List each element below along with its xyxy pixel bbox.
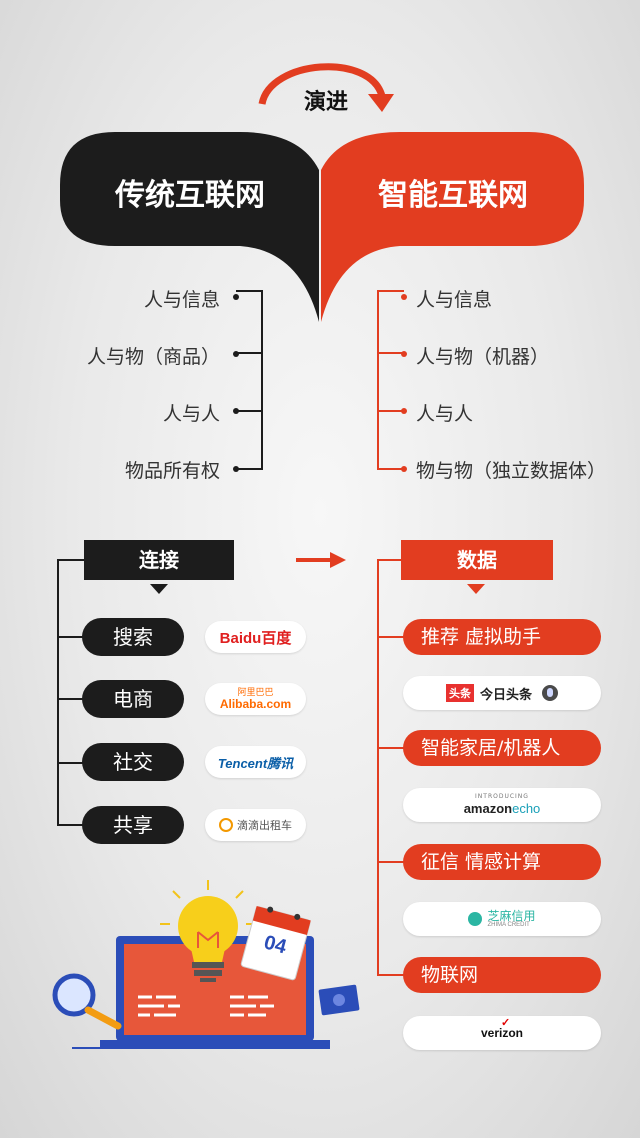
data-label-iot: 物联网: [403, 957, 601, 993]
traditional-bullets: [233, 294, 239, 472]
alibaba-logo: 阿里巴巴 Alibaba.com: [205, 683, 306, 715]
connect-label-sharing: 共享: [82, 806, 184, 844]
data-section-title: 数据: [401, 540, 553, 580]
data-label-smarthome: 智能家居/机器人: [403, 730, 601, 766]
smart-internet-title: 智能互联网: [378, 178, 528, 213]
video-icon: [318, 984, 360, 1016]
smart-item: 人与物（机器）: [416, 346, 550, 368]
curved-arrow-icon: [258, 63, 394, 112]
connect-label-search: 搜索: [82, 618, 184, 656]
data-label-credit: 征信 情感计算: [403, 844, 601, 880]
connect-label-ecommerce: 电商: [82, 680, 184, 718]
smart-item: 物与物（独立数据体）: [416, 460, 607, 482]
toutiao-logo: 头条 今日头条: [403, 676, 601, 710]
amazon-name: amazon: [463, 801, 513, 816]
didi-logo-text: 滴滴出租车: [237, 819, 292, 832]
smart-item: 人与人: [416, 403, 474, 425]
siri-icon: [542, 685, 558, 701]
didi-logo: 滴滴出租车: [205, 809, 306, 841]
baidu-logo: Baidu百度: [205, 621, 306, 653]
zhima-logo: 芝麻信用 ZHIMA CREDIT: [403, 902, 601, 936]
didi-icon: [219, 818, 233, 832]
verizon-logo: verizon: [403, 1016, 601, 1050]
tencent-logo: Tencent腾讯: [205, 746, 306, 778]
toutiao-tag: 头条: [445, 684, 474, 702]
evolve-label: 演进: [303, 90, 348, 115]
zhima-logo-en: ZHIMA CREDIT: [487, 922, 530, 928]
tencent-logo-text: Tencent腾讯: [217, 755, 294, 771]
smart-item: 人与信息: [416, 289, 493, 311]
zhima-icon: [468, 912, 483, 926]
alibaba-logo-cn: 阿里巴巴: [237, 687, 274, 698]
traditional-item: 人与信息: [143, 289, 220, 311]
toutiao-logo-text: 今日头条: [479, 687, 532, 703]
traditional-item: 物品所有权: [124, 460, 220, 482]
data-tree-lines: [377, 559, 404, 976]
connect-caret: [150, 584, 168, 594]
traditional-item: 人与物（商品）: [86, 346, 220, 368]
lightbulb-icon: [160, 880, 256, 982]
amazon-intro: INTRODUCING: [475, 793, 529, 800]
traditional-header-shape: [60, 132, 319, 322]
traditional-bracket: [236, 290, 263, 470]
data-caret: [467, 584, 485, 594]
baidu-logo-text: Baidu百度: [219, 629, 292, 647]
connect-section-title: 连接: [84, 540, 234, 580]
echo-name: echo: [512, 801, 541, 816]
verizon-logo-text: verizon: [481, 1016, 523, 1040]
alibaba-logo-en: Alibaba.com: [219, 696, 292, 711]
traditional-item: 人与人: [162, 403, 220, 425]
connect-label-social: 社交: [82, 743, 184, 781]
smart-bracket: [377, 290, 404, 470]
calendar-icon: [240, 906, 311, 981]
data-label-recommend: 推荐 虚拟助手: [403, 619, 601, 655]
smart-bullets: [401, 294, 407, 472]
amazon-echo-logo: INTRODUCING amazonecho: [403, 788, 601, 822]
zhima-logo-cn: 芝麻信用: [487, 909, 536, 923]
right-arrow-icon: [296, 552, 346, 568]
connect-tree-lines: [57, 559, 84, 826]
smart-header-shape: [321, 132, 584, 322]
traditional-internet-title: 传统互联网: [115, 178, 265, 213]
magnifier-icon: [52, 973, 122, 1030]
